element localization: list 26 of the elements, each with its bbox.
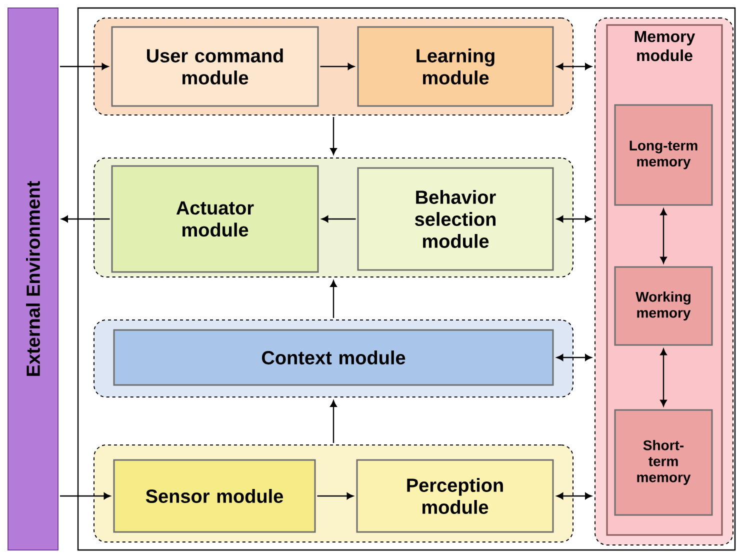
arrow <box>60 492 110 500</box>
arrow <box>556 216 592 222</box>
module-box: Behavior selection module <box>357 167 554 271</box>
environment-bar: External Environment <box>8 8 58 550</box>
arrow <box>330 280 337 318</box>
arrow <box>320 63 354 70</box>
module-box: Perception module <box>356 459 554 533</box>
arrow <box>60 63 108 70</box>
module-box: User command module <box>111 26 319 107</box>
arrow <box>322 216 356 222</box>
module-box: Learning module <box>357 26 554 107</box>
module-box: Context module <box>113 329 554 386</box>
module-box: Working memory <box>614 266 713 346</box>
arrow <box>556 63 592 70</box>
arrow <box>660 208 667 264</box>
arrow <box>556 354 592 361</box>
arrow <box>330 400 337 443</box>
module-box: Actuator module <box>111 165 319 273</box>
arrow <box>330 117 337 155</box>
module-box: Short-term memory <box>614 409 713 516</box>
arrow <box>317 492 354 500</box>
arrow <box>660 348 667 406</box>
module-box: Sensor module <box>113 459 316 533</box>
arrow <box>556 492 592 500</box>
module-box: Long-term memory <box>614 104 713 206</box>
arrow <box>61 216 110 222</box>
